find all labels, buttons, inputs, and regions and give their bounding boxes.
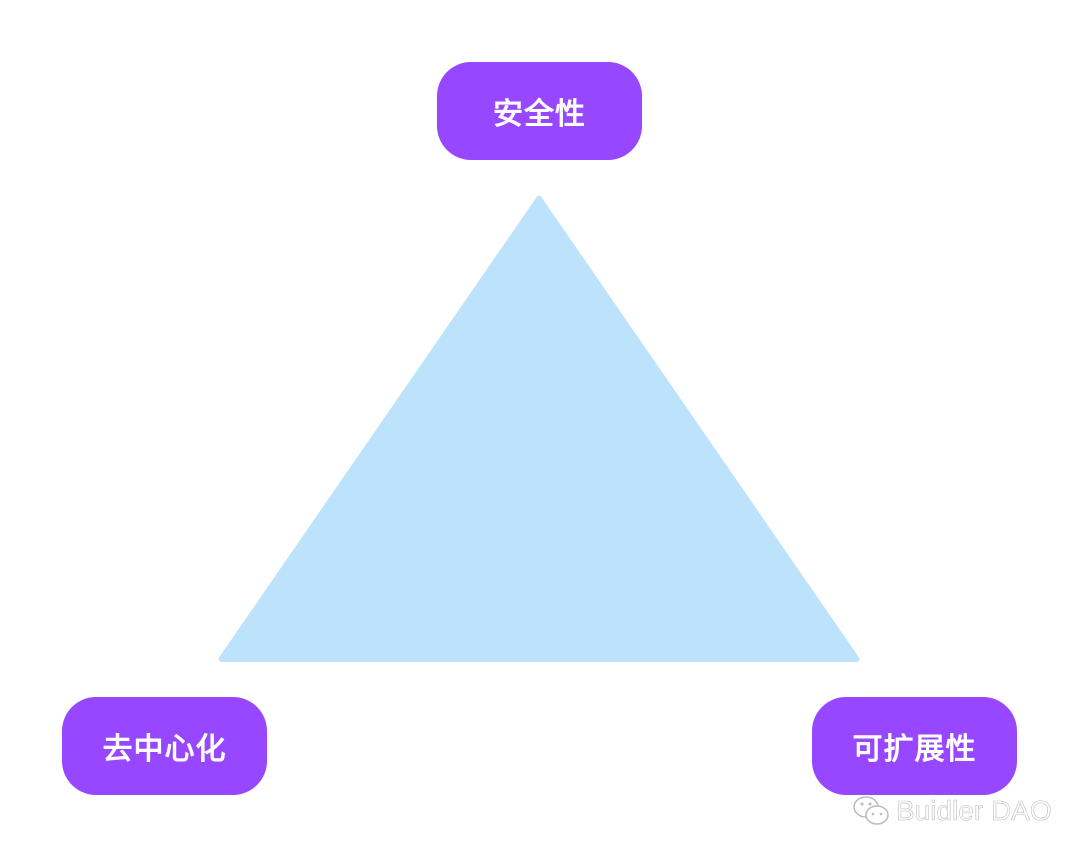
watermark-text: Buidler DAO — [896, 795, 1052, 827]
watermark: Buidler DAO — [852, 794, 1052, 828]
node-decentralization-label: 去中心化 — [102, 732, 227, 767]
node-scalability-label: 可扩展性 — [852, 732, 977, 767]
node-security: 安全性 — [437, 62, 642, 160]
wechat-icon — [853, 796, 889, 825]
triangle-shape — [218, 195, 860, 662]
node-decentralization: 去中心化 — [62, 697, 267, 795]
node-scalability: 可扩展性 — [812, 697, 1017, 795]
node-security-label: 安全性 — [493, 97, 586, 132]
